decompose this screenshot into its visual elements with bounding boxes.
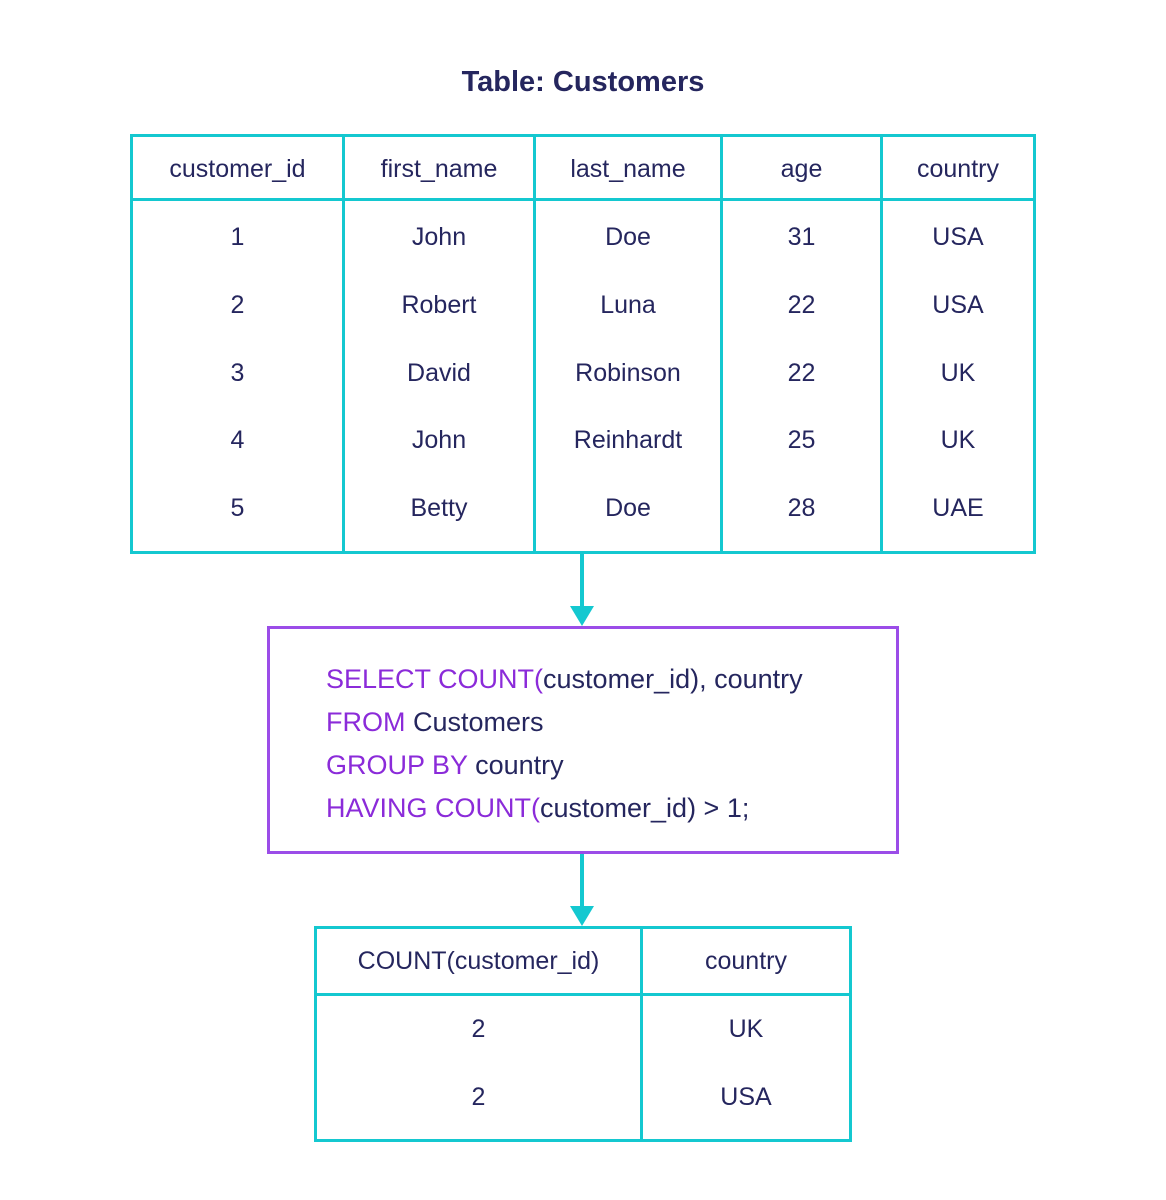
table-cell: 22 (787, 359, 816, 387)
arrow-down-icon (570, 906, 594, 926)
sql-line-from: FROM Customers (326, 706, 544, 738)
table-cell: Doe (605, 494, 651, 522)
table-cell: UK (940, 426, 976, 454)
header-customer-id: customer_id (169, 155, 306, 183)
table-cell: 5 (230, 494, 245, 522)
header-country: country (705, 947, 787, 975)
table-cell: 2 (471, 1015, 486, 1043)
table-cell: 25 (787, 426, 816, 454)
column-divider (342, 137, 345, 551)
diagram-title: Table: Customers (461, 66, 705, 98)
flow-arrow-line (580, 854, 584, 908)
sql-line-select: SELECT COUNT(customer_id), country (326, 663, 803, 695)
table-cell: 3 (230, 359, 245, 387)
column-divider (533, 137, 536, 551)
sql-keyword: HAVING COUNT( (326, 793, 540, 823)
table-cell: Robinson (575, 359, 681, 387)
sql-text: customer_id), country (543, 664, 803, 694)
customers-table: customer_id first_name last_name age cou… (130, 134, 1036, 554)
table-cell: UAE (932, 494, 984, 522)
sql-text: customer_id) > 1; (540, 793, 750, 823)
table-cell: 2 (230, 291, 245, 319)
sql-line-having: HAVING COUNT(customer_id) > 1; (326, 792, 749, 824)
customers-table-header-row (133, 137, 1033, 201)
header-last-name: last_name (570, 155, 686, 183)
sql-text: country (467, 750, 564, 780)
table-cell: John (411, 426, 467, 454)
sql-text: Customers (405, 707, 544, 737)
result-table-header-row (317, 929, 849, 996)
table-cell: USA (720, 1083, 772, 1111)
header-count-customer-id: COUNT(customer_id) (357, 947, 600, 975)
table-cell: John (411, 223, 467, 251)
table-cell: USA (932, 223, 984, 251)
result-table: COUNT(customer_id) country 2 UK 2 USA (314, 926, 852, 1142)
sql-line-group-by: GROUP BY country (326, 749, 564, 781)
header-country: country (917, 155, 999, 183)
table-cell: Luna (600, 291, 656, 319)
table-cell: 22 (787, 291, 816, 319)
table-cell: David (407, 359, 471, 387)
table-cell: Robert (401, 291, 477, 319)
sql-keyword: GROUP BY (326, 750, 468, 780)
column-divider (880, 137, 883, 551)
header-first-name: first_name (380, 155, 498, 183)
sql-keyword: SELECT COUNT( (326, 664, 544, 694)
header-age: age (780, 155, 823, 183)
table-cell: Doe (605, 223, 651, 251)
table-cell: 1 (230, 223, 245, 251)
table-cell: 4 (230, 426, 245, 454)
table-cell: Reinhardt (573, 426, 683, 454)
table-cell: USA (932, 291, 984, 319)
sql-keyword: FROM (326, 707, 406, 737)
column-divider (720, 137, 723, 551)
sql-query-box: SELECT COUNT(customer_id), country FROM … (267, 626, 899, 854)
column-divider (640, 929, 643, 1139)
arrow-down-icon (570, 606, 594, 626)
table-cell: Betty (410, 494, 468, 522)
table-cell: UK (940, 359, 976, 387)
table-cell: UK (728, 1015, 764, 1043)
table-cell: 28 (787, 494, 816, 522)
table-cell: 31 (787, 223, 816, 251)
flow-arrow-line (580, 554, 584, 608)
table-cell: 2 (471, 1083, 486, 1111)
